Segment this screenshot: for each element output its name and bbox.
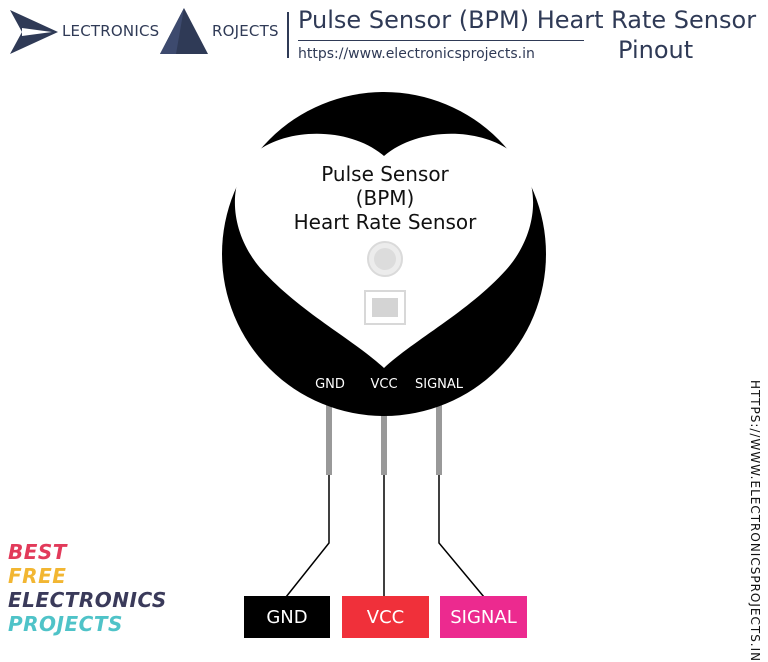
brand-word-1: LECTRONICS	[62, 22, 160, 40]
side-url: HTTPS://WWW.ELECTRONICSPROJECTS.IN	[748, 380, 762, 662]
gnd-box: GND	[244, 596, 330, 638]
sensor-label-line-1: Pulse Sensor	[321, 162, 449, 186]
header-divider	[287, 12, 289, 58]
gnd-pin	[326, 405, 332, 475]
badge-line-3: ELECTRONICS	[8, 588, 167, 612]
signal-pin	[436, 405, 442, 475]
vcc-pin	[381, 405, 387, 475]
sensor-label-line-2: (BPM)	[355, 186, 415, 210]
gnd-wire	[285, 475, 330, 598]
logo-p-icon	[160, 8, 208, 54]
header-url[interactable]: https://www.electronicsprojects.in	[298, 46, 535, 62]
title-underline	[298, 40, 584, 41]
vcc-box: VCC	[342, 596, 429, 638]
pin-label-vcc: VCC	[370, 377, 398, 392]
pin-label-gnd: GND	[315, 377, 345, 392]
sensor-label: Pulse Sensor (BPM) Heart Rate Sensor	[274, 162, 496, 234]
header: LECTRONICS ROJECTS Pulse Sensor (BPM) He…	[0, 0, 768, 70]
badge-line-4: PROJECTS	[8, 612, 123, 636]
pin-label-signal: SIGNAL	[414, 377, 464, 392]
badge-line-2: FREE	[8, 564, 67, 588]
best-free-electronics-projects-badge: BEST FREE ELECTRONICS PROJECTS	[8, 540, 167, 636]
signal-wire	[438, 475, 485, 598]
brand-word-2: ROJECTS	[212, 22, 279, 40]
badge-line-1: BEST	[8, 540, 67, 564]
sensor-label-line-3: Heart Rate Sensor	[293, 210, 477, 234]
signal-box: SIGNAL	[440, 596, 527, 638]
page-title-line-2: Pinout	[618, 36, 694, 64]
page-title: Pulse Sensor (BPM) Heart Rate Sensor	[298, 6, 757, 34]
logo-e-icon	[10, 10, 58, 54]
